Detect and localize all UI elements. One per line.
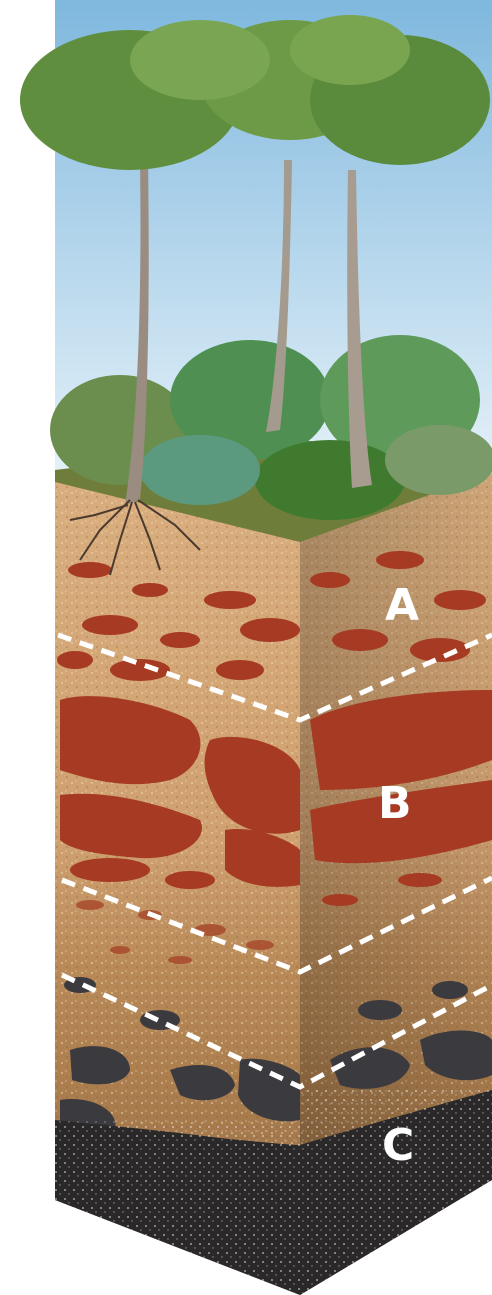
horizon-label-a: A	[385, 580, 419, 631]
horizon-label-b: B	[378, 778, 412, 829]
horizon-label-c: C	[382, 1120, 414, 1171]
soil-front-face	[55, 470, 305, 1295]
